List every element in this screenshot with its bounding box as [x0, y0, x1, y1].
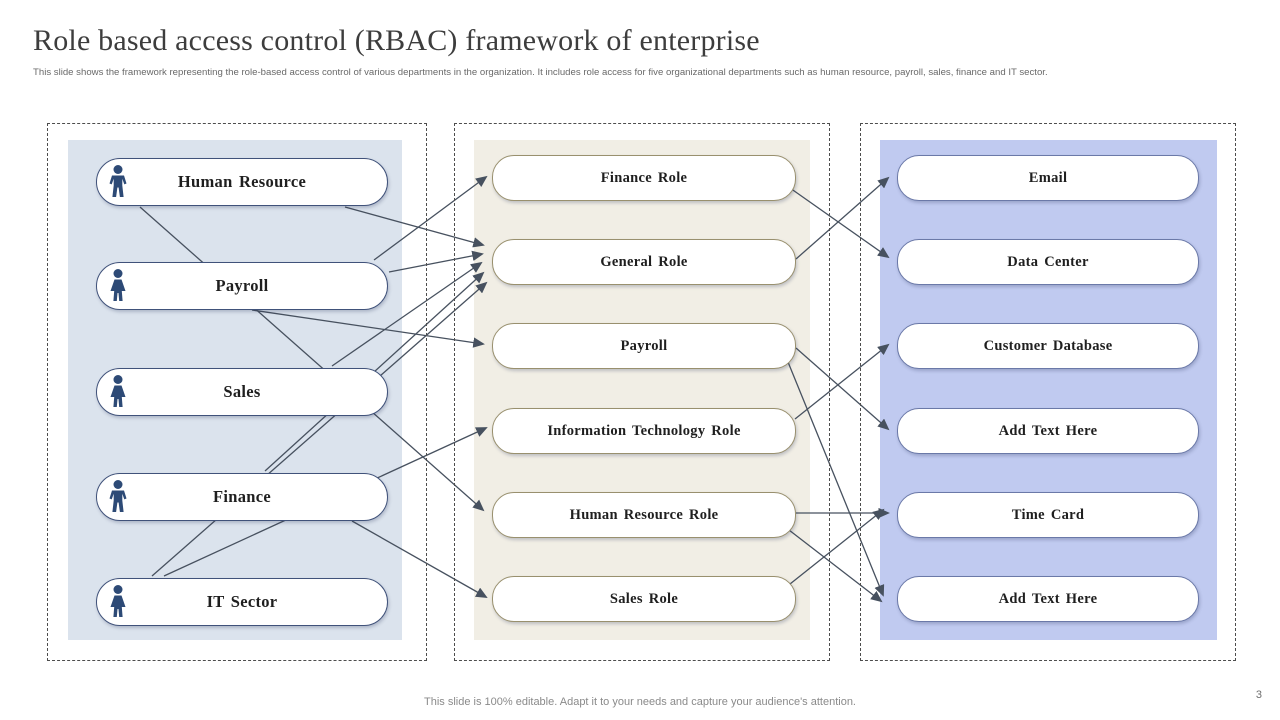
resource-box-customer-database: Customer Database	[897, 323, 1199, 369]
connector-line	[151, 281, 488, 577]
connector-line	[795, 347, 890, 431]
role-label: Sales Role	[609, 590, 679, 607]
person-female-icon	[106, 268, 130, 302]
person-female-icon	[106, 374, 130, 408]
role-box-general-role: General Role	[492, 239, 796, 285]
role-box-human-resource-role: Human Resource Role	[492, 492, 796, 538]
connector-line	[331, 261, 483, 367]
person-male-icon	[106, 164, 130, 198]
resource-label: Time Card	[1011, 506, 1085, 523]
user-label: Sales	[223, 382, 261, 401]
user-box-it-sector: IT Sector	[96, 578, 388, 626]
slide-subtitle: This slide shows the framework represent…	[33, 67, 1048, 78]
resource-box-add-text-here-1: Add Text Here	[897, 408, 1199, 454]
connector-line	[789, 187, 890, 259]
role-box-payroll: Payroll	[492, 323, 796, 369]
connector-line	[388, 250, 484, 273]
resource-label: Add Text Here	[998, 590, 1098, 607]
connector-line	[789, 508, 885, 585]
connector-line	[788, 529, 883, 603]
user-box-sales: Sales	[96, 368, 388, 416]
resource-box-email: Email	[897, 155, 1199, 201]
slide-footer: This slide is 100% editable. Adapt it to…	[424, 696, 856, 708]
page-title: Role based access control (RBAC) framewo…	[33, 24, 760, 57]
user-box-finance: Finance	[96, 473, 388, 521]
connector-line	[139, 206, 485, 512]
resource-label: Email	[1028, 169, 1068, 186]
role-label: General Role	[600, 253, 688, 270]
user-box-human-resource: Human Resource	[96, 158, 388, 206]
resource-label: Data Center	[1007, 253, 1089, 270]
connector-line	[373, 175, 488, 261]
role-box-information-technology-role: Information Technology Role	[492, 408, 796, 454]
user-box-payroll: Payroll	[96, 262, 388, 310]
person-female-icon	[106, 584, 130, 618]
resources-panel-background	[880, 140, 1217, 640]
connector-line	[251, 309, 485, 348]
resource-label: Add Text Here	[998, 422, 1098, 439]
connector-line	[794, 343, 890, 420]
connector-line	[344, 206, 485, 248]
role-label: Payroll	[620, 337, 668, 354]
person-male-icon	[106, 479, 130, 513]
role-box-finance-role: Finance Role	[492, 155, 796, 201]
resource-box-data-center: Data Center	[897, 239, 1199, 285]
connector-line	[351, 520, 488, 598]
roles-panel-background	[474, 140, 810, 640]
user-label: IT Sector	[206, 592, 278, 611]
user-label: Human Resource	[177, 172, 307, 191]
role-label: Finance Role	[600, 169, 688, 186]
resource-box-add-text-here-2: Add Text Here	[897, 576, 1199, 622]
connector-line	[795, 176, 890, 260]
connector-line	[787, 361, 885, 597]
resource-label: Customer Database	[983, 337, 1113, 354]
resource-box-time-card: Time Card	[897, 492, 1199, 538]
role-box-sales-role: Sales Role	[492, 576, 796, 622]
user-label: Finance	[212, 487, 271, 506]
user-label: Payroll	[215, 276, 269, 295]
role-label: Human Resource Role	[569, 506, 719, 523]
page-number: 3	[1255, 689, 1262, 701]
role-label: Information Technology Role	[547, 422, 741, 439]
